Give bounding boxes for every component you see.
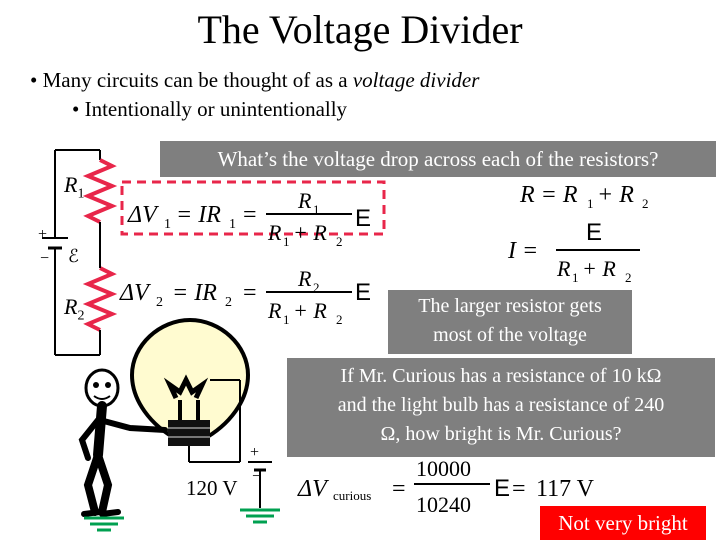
eq-text: I =: [507, 238, 538, 264]
emf-E: E: [494, 475, 510, 502]
eq-text: ΔV: [119, 280, 151, 306]
question-callout: What’s the voltage drop across each of t…: [160, 141, 716, 177]
eq-text: 1: [587, 196, 594, 211]
verdict-badge: Not very bright: [540, 506, 706, 540]
eq-text: 1: [229, 217, 236, 232]
eq-text: R = R: [519, 182, 578, 208]
callout-line: If Mr. Curious has a resistance of 10 kΩ: [340, 365, 662, 387]
callout-line: most of the voltage: [433, 324, 587, 346]
eq-text: R: [556, 256, 571, 281]
label-r1: R1: [64, 172, 84, 202]
eq-text: R: [297, 266, 312, 291]
callout-line: and the light bulb has a resistance of 2…: [337, 394, 665, 416]
eq-text: 1: [283, 312, 290, 327]
ground-symbol-right: [240, 508, 280, 524]
eq-text: =: [243, 202, 257, 228]
slide-title: The Voltage Divider: [197, 7, 523, 52]
eq-text: 1: [313, 202, 320, 217]
battery2-plus-sign: +: [250, 444, 260, 461]
eq-text: 2: [642, 196, 649, 211]
eq-text: R: [297, 188, 312, 213]
dv1-highlight-box: [120, 180, 386, 236]
emf-E: E: [355, 205, 371, 232]
resistor-r2-zigzag: [82, 266, 118, 332]
eq-text: 2: [625, 270, 632, 285]
callout-line: The larger resistor gets: [418, 295, 602, 317]
bullet-voltage-divider: • Many circuits can be thought of as a v…: [30, 68, 479, 93]
equation-current: I = E R 1 + R 2: [507, 219, 640, 285]
eq-text: 1: [572, 270, 579, 285]
resistor-r1-zigzag: [82, 158, 118, 224]
equation-dv2: ΔV 2 = IR 2 = R 2 R 1 + R 2 E: [119, 266, 371, 327]
eq-text: 2: [336, 234, 343, 249]
eq-text: 2: [225, 295, 232, 310]
battery-minus-sign: −: [40, 250, 50, 267]
ground-symbol-left: [84, 516, 124, 532]
eq-text: =: [512, 476, 526, 502]
eq-text: = IR: [172, 280, 217, 306]
label-sub: 1: [77, 186, 85, 202]
eq-text: 2: [156, 295, 163, 310]
eq-text: 10000: [416, 456, 471, 481]
mr-curious-callout: If Mr. Curious has a resistance of 10 kΩ…: [287, 358, 715, 457]
mr-curious-figure: [78, 368, 168, 517]
eq-text: R: [267, 220, 282, 245]
emf-E: E: [586, 219, 602, 246]
eq-text: ΔV: [127, 202, 159, 228]
emf-symbol: ℰ: [68, 246, 79, 266]
bullet-text: Many circuits can be thought of as a: [42, 68, 353, 92]
bullet-marker: •: [72, 97, 85, 121]
eq-text: 10240: [416, 492, 471, 517]
sub-bullet-intentional: • Intentionally or unintentionally: [72, 97, 347, 122]
eq-text: 1: [164, 217, 171, 232]
eq-text: =: [243, 280, 257, 306]
equation-dv-curious: ΔV curious = 10000 10240 E = 117 V: [297, 456, 595, 517]
eq-text: 2: [313, 280, 320, 295]
eq-text: + R: [293, 298, 327, 323]
label-r2: R2: [64, 294, 84, 324]
label-sub: 2: [77, 308, 85, 324]
battery2-minus-sign: −: [252, 468, 262, 485]
bullet-emphasis: voltage divider: [352, 68, 480, 92]
eq-text: + R: [582, 256, 616, 281]
battery-plus-sign: +: [38, 226, 48, 243]
eq-text: curious: [333, 488, 371, 503]
label-letter: R: [64, 172, 78, 197]
result-value: 117 V: [536, 476, 595, 502]
eq-text: ΔV: [297, 476, 329, 502]
eq-text: + R: [597, 182, 634, 208]
label-letter: R: [64, 294, 78, 319]
source-voltage-label: 120 V: [186, 476, 238, 500]
callout-line: Ω, how bright is Mr. Curious?: [380, 423, 622, 445]
bullet-text: Intentionally or unintentionally: [84, 97, 348, 121]
eq-text: 2: [336, 312, 343, 327]
eq-text: + R: [293, 220, 327, 245]
eq-text: = IR: [176, 202, 221, 228]
eq-text: R: [267, 298, 282, 323]
emf-E: E: [355, 279, 371, 306]
equation-total-resistance: R = R 1 + R 2: [519, 182, 649, 211]
equation-dv1: ΔV 1 = IR 1 = R 1 R 1 + R 2 E: [127, 188, 371, 249]
larger-resistor-callout: The larger resistor gets most of the vol…: [388, 290, 632, 354]
eq-text: =: [392, 476, 406, 502]
bullet-marker: •: [30, 68, 43, 92]
eq-text: 1: [283, 234, 290, 249]
light-bulb: [129, 317, 251, 463]
